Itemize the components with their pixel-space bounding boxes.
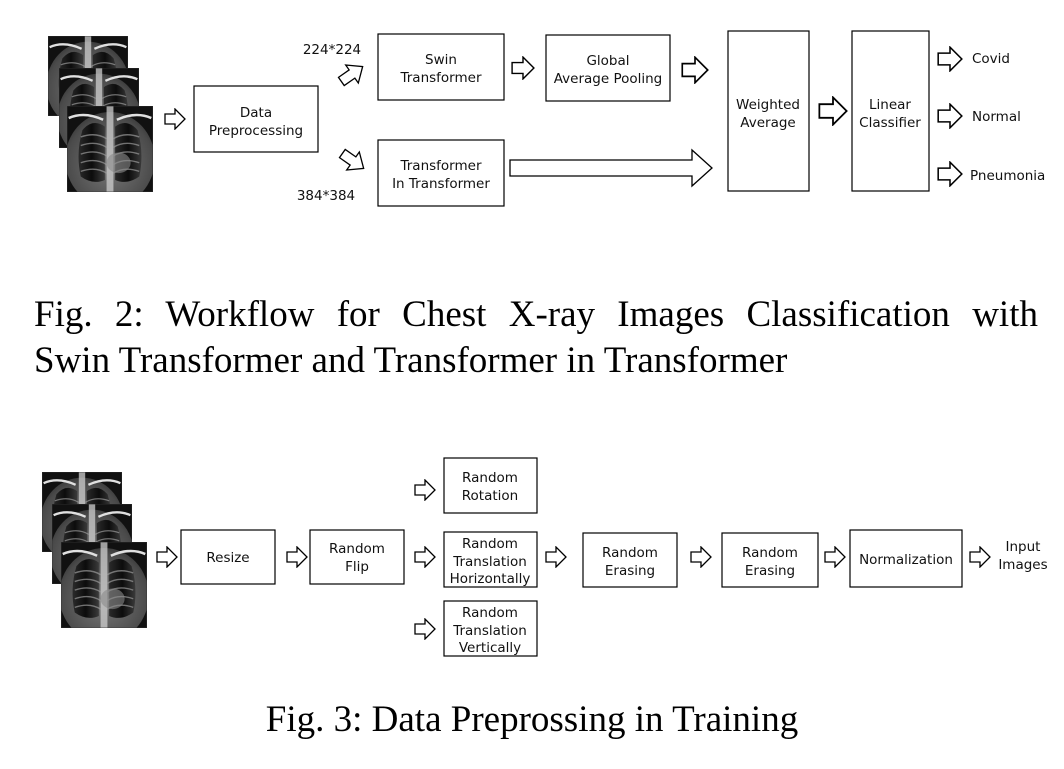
node-label: Translation — [452, 554, 527, 570]
node-label: Erasing — [605, 563, 655, 579]
arrow-right-icon — [690, 546, 712, 568]
node-label: Classifier — [859, 115, 921, 131]
node-label: Weighted — [736, 97, 800, 113]
node-label: In Transformer — [392, 176, 490, 192]
arrow-right-icon — [414, 618, 436, 640]
size-label-224: 224*224 — [303, 42, 361, 58]
node-resize: Resize — [180, 529, 276, 585]
arrow-right-icon — [818, 96, 848, 126]
figure-2-caption: Fig. 2: Workflow for Chest X-ray Images … — [0, 292, 1064, 384]
output-label-covid: Covid — [972, 51, 1010, 67]
xray-image — [61, 542, 147, 628]
figure-3-caption: Fig. 3: Data Preprossing in Training — [265, 699, 799, 740]
output-label-normal: Normal — [972, 109, 1021, 125]
arrow-right-icon — [414, 479, 436, 501]
output-label-input-images: Images — [998, 557, 1047, 573]
arrow-right-icon — [937, 161, 963, 187]
node-label: Global — [586, 53, 629, 69]
node-label: Average — [740, 115, 795, 131]
node-swin-transformer: Swin Transformer — [377, 33, 505, 101]
node-random-flip: Random Flip — [309, 529, 405, 585]
node-label: Normalization — [859, 552, 953, 568]
node-random-erasing-2: Random Erasing — [721, 532, 819, 588]
arrow-right-icon — [937, 103, 963, 129]
output-label-pneumonia: Pneumonia — [970, 168, 1045, 184]
long-arrow-right-icon — [509, 148, 713, 188]
node-normalization: Normalization — [849, 529, 963, 588]
node-label: Transformer — [399, 70, 481, 86]
node-global-average-pooling: Global Average Pooling — [545, 34, 671, 102]
arrow-right-icon — [414, 546, 436, 568]
node-label: Swin — [425, 52, 457, 68]
arrow-right-icon — [937, 46, 963, 72]
size-label-384: 384*384 — [297, 188, 355, 204]
arrow-down-right-icon — [338, 148, 365, 171]
node-transformer-in-transformer: Transformer In Transformer — [377, 139, 505, 207]
node-label: Average Pooling — [554, 71, 663, 87]
node-label: Random — [742, 545, 798, 561]
node-data-preprocessing: Data Preprocessing — [193, 85, 319, 153]
fig2-input-images — [48, 36, 153, 192]
node-label: Erasing — [745, 563, 795, 579]
fig3-input-images — [42, 472, 147, 628]
arrow-right-icon — [545, 546, 567, 568]
arrow-right-icon — [681, 56, 709, 84]
xray-image — [67, 106, 153, 192]
node-label: Horizontally — [450, 571, 531, 587]
output-label-input-images: Input — [1006, 539, 1041, 555]
arrow-right-icon — [156, 546, 178, 568]
node-random-erasing-1: Random Erasing — [582, 532, 678, 588]
node-label: Random — [329, 541, 385, 557]
node-label: Vertically — [459, 640, 521, 656]
caption-line: Swin Transformer and Transformer in Tran… — [34, 340, 788, 381]
node-random-rotation: Random Rotation — [443, 457, 538, 514]
node-linear-classifier: Linear Classifier — [851, 30, 930, 192]
arrow-right-icon — [511, 56, 535, 80]
node-random-translation-vertically: Random Translation Vertically — [443, 600, 538, 657]
caption-line: Fig. 2: Workflow for Chest X-ray Images … — [34, 294, 1038, 335]
node-label: Data — [240, 105, 272, 121]
node-label: Rotation — [462, 488, 518, 504]
node-label: Random — [462, 536, 518, 552]
node-label: Linear — [869, 97, 911, 113]
arrow-right-icon — [286, 546, 308, 568]
arrow-right-icon — [969, 546, 991, 568]
node-random-translation-horizontally: Random Translation Horizontally — [443, 531, 538, 588]
node-label: Flip — [345, 559, 369, 575]
node-weighted-average: Weighted Average — [727, 30, 810, 192]
node-label: Transformer — [399, 158, 481, 174]
arrow-right-icon — [824, 546, 846, 568]
node-label: Translation — [452, 623, 527, 639]
arrow-up-right-icon — [337, 64, 364, 87]
node-label: Resize — [206, 550, 249, 566]
node-label: Random — [462, 605, 518, 621]
node-label: Preprocessing — [209, 123, 303, 139]
arrow-right-icon — [164, 108, 186, 130]
node-label: Random — [602, 545, 658, 561]
node-label: Random — [462, 470, 518, 486]
